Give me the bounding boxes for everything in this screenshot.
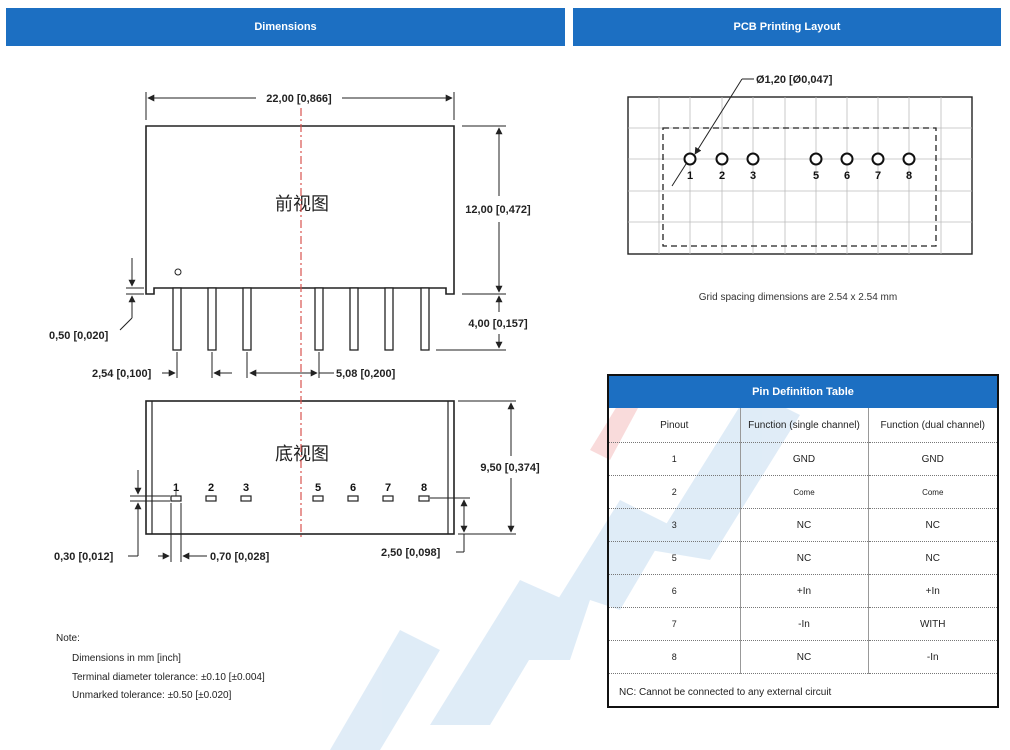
column-header: Pinout [609,408,741,443]
pin-table-title: Pin Definition Table [609,376,997,408]
table-row: 3 NC NC [609,508,997,542]
note-line: Dimensions in mm [inch] [72,653,181,664]
dimensions-header: Dimensions [6,8,565,46]
single-function-cell: GND [740,442,869,476]
pin-cell: 6 [609,574,741,608]
pin-length-dimension: 4,00 [0,157] [468,318,528,330]
bottom-pin-label: 8 [421,482,427,494]
column-header: Function (single channel) [740,408,869,443]
gap-dimension: 5,08 [0,200] [336,368,396,380]
single-function-cell: NC [740,508,869,542]
pin-offset-dimension: 2,50 [0,098] [381,547,441,559]
note-line: Unmarked tolerance: ±0.50 [±0.020] [72,690,232,701]
table-row: 8 NC -In [609,640,997,674]
table-row: 2 Come Come [609,475,997,509]
pin-cell: 8 [609,640,741,674]
pcb-layout: 1 2 3 5 6 7 8 Ø1,20 [Ø0,047] [627,74,973,255]
front-view-label: 前视图 [275,194,329,214]
pin-cell: 3 [609,508,741,542]
pin-width-dimension: 0,70 [0,028] [210,551,270,563]
pin-thickness-dimension: 0,30 [0,012] [54,551,114,563]
mechanical-drawing: 前视图 22,00 [0,866] 12,00 [0,472] 4,00 [0,… [49,74,973,563]
single-function-cell: NC [740,640,869,674]
note-title: Note: [56,633,80,644]
single-function-cell: +In [740,574,869,608]
pcb-pin-label: 3 [750,170,756,182]
depth-dimension: 9,50 [0,374] [480,462,540,474]
pin-definition-table: Pin Definition Table Pinout Function (si… [607,374,999,708]
pcb-pin-label: 6 [844,170,850,182]
bottom-pin-label: 6 [350,482,356,494]
dual-function-cell: -In [868,640,997,674]
grid-spacing-note: Grid spacing dimensions are 2.54 x 2.54 … [698,292,898,303]
pin-cell: 7 [609,607,741,641]
bottom-pin-label: 2 [208,482,214,494]
single-function-cell: -In [740,607,869,641]
front-view: 前视图 22,00 [0,866] 12,00 [0,472] 4,00 [0,… [49,92,531,380]
dual-function-cell: Come [868,475,997,509]
single-function-cell: Come [740,475,869,509]
note-line: Terminal diameter tolerance: ±0.10 [±0.0… [72,672,265,683]
pcb-layout-header: PCB Printing Layout [573,8,1001,46]
pcb-pin-label: 5 [813,170,819,182]
dual-function-cell: NC [868,508,997,542]
pcb-pin-label: 7 [875,170,881,182]
pin-cell: 5 [609,541,741,575]
pcb-pin-label: 8 [906,170,912,182]
bottom-pin-label: 3 [243,482,249,494]
table-row: 5 NC NC [609,541,997,575]
dual-function-cell: +In [868,574,997,608]
table-footnote: NC: Cannot be connected to any external … [619,686,832,698]
dual-function-cell: WITH [868,607,997,641]
table-row: 1 GND GND [609,442,997,476]
column-header: Function (dual channel) [868,408,997,443]
table-row: 7 -In WITH [609,607,997,641]
dual-function-cell: NC [868,541,997,575]
dual-function-cell: GND [868,442,997,476]
pcb-pin-label: 2 [719,170,725,182]
hole-dimension: Ø1,20 [Ø0,047] [756,74,833,86]
pcb-pin-label: 1 [687,170,693,182]
pin-cell: 2 [609,475,741,509]
height-dimension: 12,00 [0,472] [465,204,531,216]
pitch-dimension: 2,54 [0,100] [92,368,152,380]
table-header-row: Pinout Function (single channel) Functio… [609,408,997,443]
single-function-cell: NC [740,541,869,575]
bottom-pin-label: 5 [315,482,321,494]
bottom-view-label: 底视图 [275,444,329,464]
width-dimension: 22,00 [0,866] [266,93,332,105]
bottom-view: 底视图 1 2 3 5 6 7 8 9,50 [0,374] [54,400,540,563]
bottom-pin-label: 7 [385,482,391,494]
table-row: 6 +In +In [609,574,997,608]
pin-cell: 1 [609,442,741,476]
standoff-dimension: 0,50 [0,020] [49,330,109,342]
